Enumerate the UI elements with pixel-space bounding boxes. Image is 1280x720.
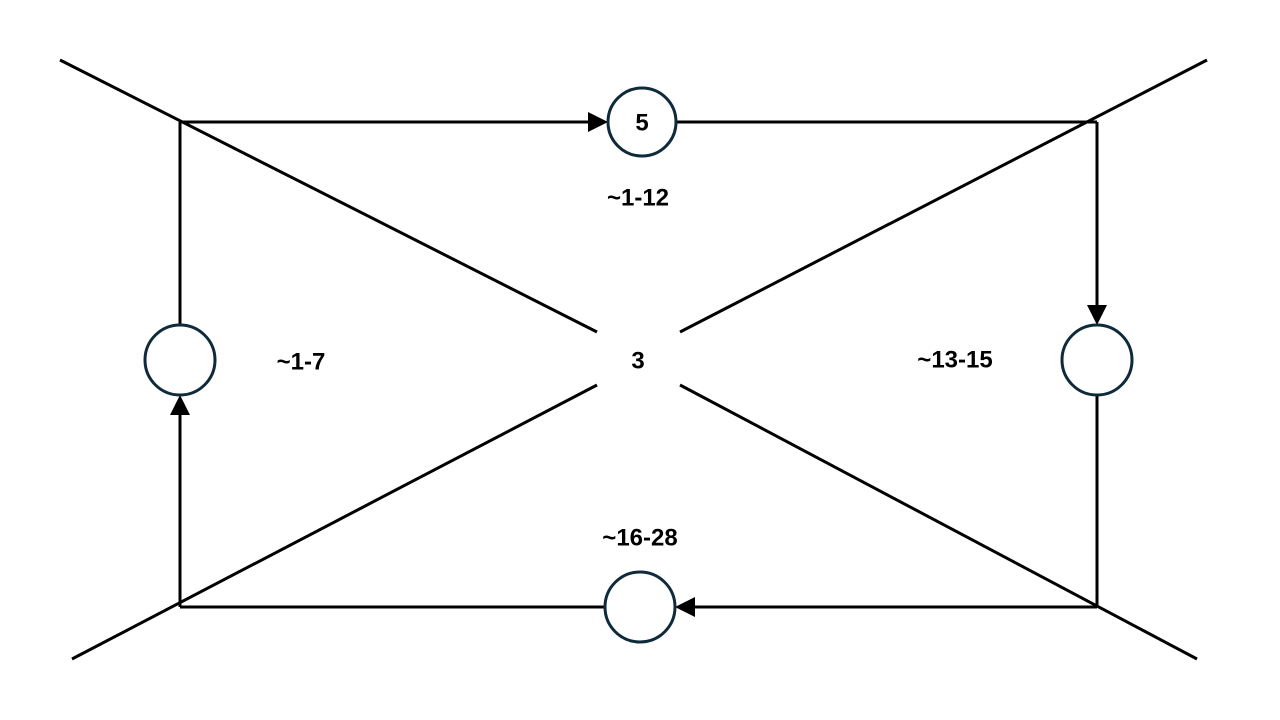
top-node bbox=[606, 86, 678, 158]
arrow-into-bottom-node bbox=[675, 597, 695, 617]
diagonal-top-right bbox=[679, 58, 1208, 334]
arrow-into-top-node bbox=[588, 112, 608, 132]
bottom-node bbox=[603, 570, 677, 644]
arrow-into-right-node bbox=[1087, 305, 1107, 325]
left-node bbox=[143, 323, 217, 397]
diagonal-bottom-left bbox=[71, 383, 598, 661]
range-label-right: ~13-15 bbox=[917, 347, 992, 374]
right-node bbox=[1060, 323, 1134, 397]
top-node-label: 5 bbox=[635, 110, 648, 137]
range-label-top: ~1-12 bbox=[607, 185, 669, 212]
range-label-bottom: ~16-28 bbox=[602, 525, 677, 552]
arrow-into-left-node bbox=[170, 395, 190, 415]
center-label: 3 bbox=[631, 348, 644, 375]
diagonal-bottom-right bbox=[679, 383, 1198, 661]
diagonal-top-left bbox=[59, 58, 598, 334]
range-label-left: ~1-7 bbox=[277, 349, 326, 376]
